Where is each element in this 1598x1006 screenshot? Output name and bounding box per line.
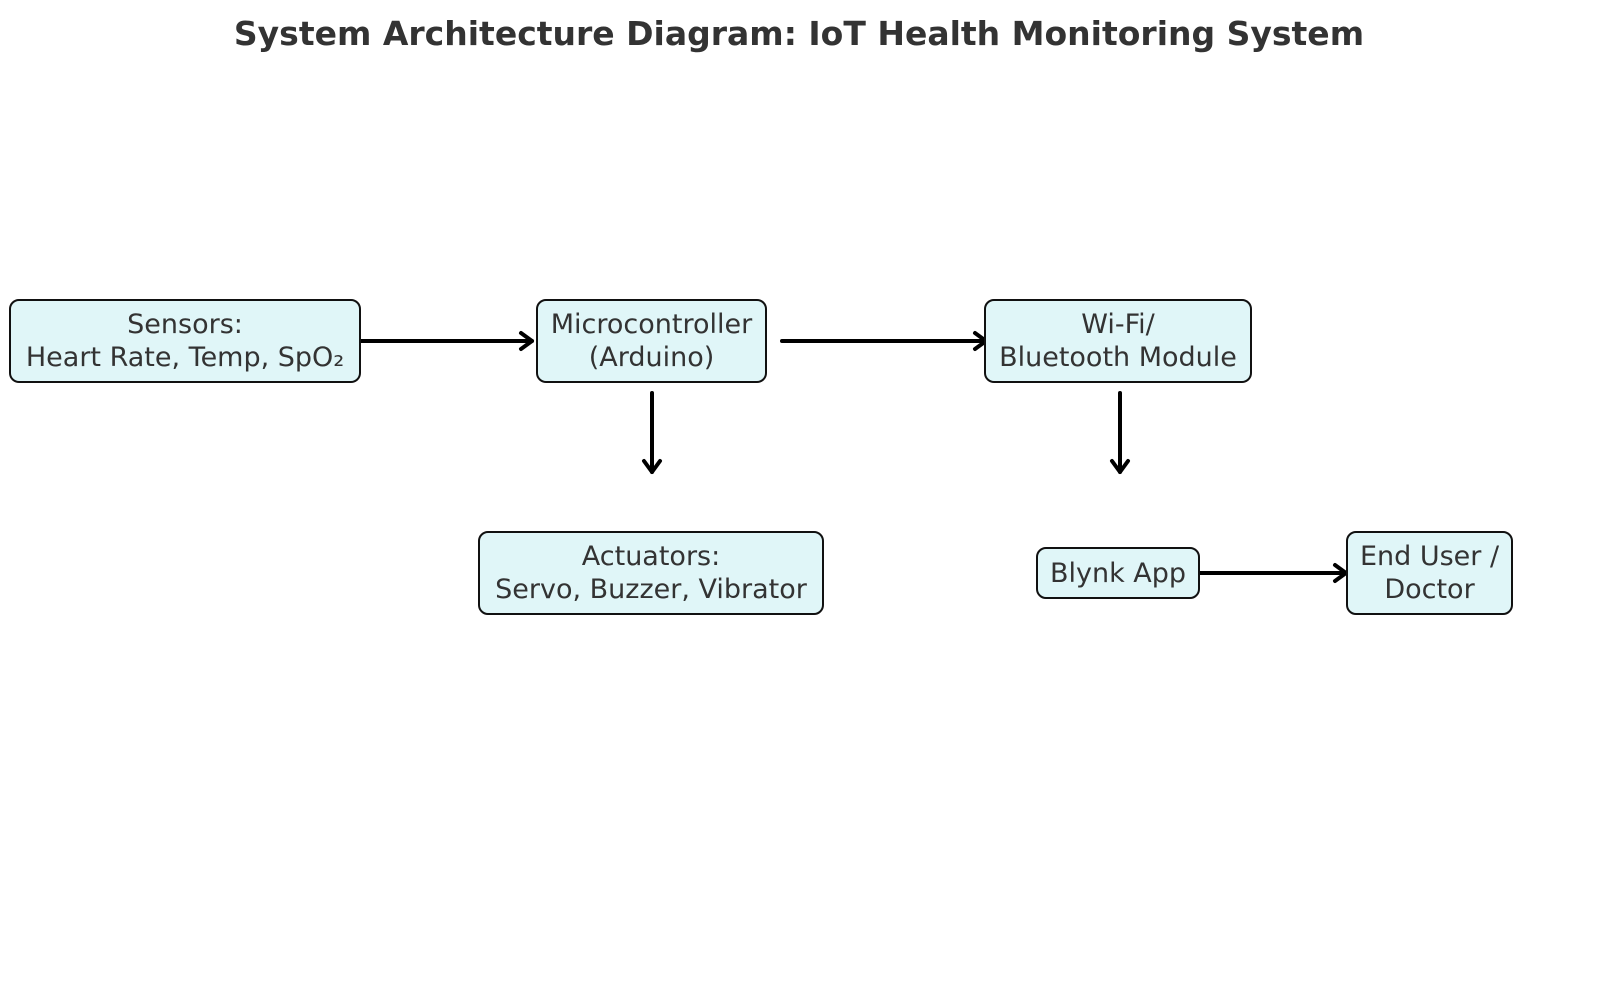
node-sensors: Sensors: Heart Rate, Temp, SpO₂ <box>9 299 361 383</box>
node-actuators-line1: Actuators: <box>581 541 721 572</box>
node-microcontroller-line2: (Arduino) <box>588 342 715 373</box>
node-wifi-line2: Bluetooth Module <box>999 342 1237 373</box>
node-microcontroller-line1: Microcontroller <box>550 309 753 340</box>
arrow-blynk-to-end-user <box>1198 563 1348 583</box>
arrow-wifi-to-blynk <box>1110 391 1130 474</box>
arrow-microcontroller-to-actuators <box>642 391 662 474</box>
node-actuators: Actuators: Servo, Buzzer, Vibrator <box>478 531 824 615</box>
diagram-title: System Architecture Diagram: IoT Health … <box>233 14 1365 53</box>
node-actuators-line2: Servo, Buzzer, Vibrator <box>495 574 807 605</box>
node-sensors-line1: Sensors: <box>127 309 243 340</box>
node-end-user-line2: Doctor <box>1384 574 1475 605</box>
node-sensors-line2: Heart Rate, Temp, SpO₂ <box>25 342 345 373</box>
node-blynk-app: Blynk App <box>1036 547 1200 599</box>
node-end-user-line1: End User / <box>1359 541 1500 572</box>
node-microcontroller: Microcontroller (Arduino) <box>536 299 767 383</box>
node-wifi-bluetooth: Wi-Fi/ Bluetooth Module <box>984 299 1252 383</box>
node-wifi-line1: Wi-Fi/ <box>1081 309 1155 340</box>
node-end-user: End User / Doctor <box>1346 531 1513 615</box>
arrow-microcontroller-to-wifi <box>780 331 988 351</box>
node-blynk-line1: Blynk App <box>1049 557 1187 589</box>
